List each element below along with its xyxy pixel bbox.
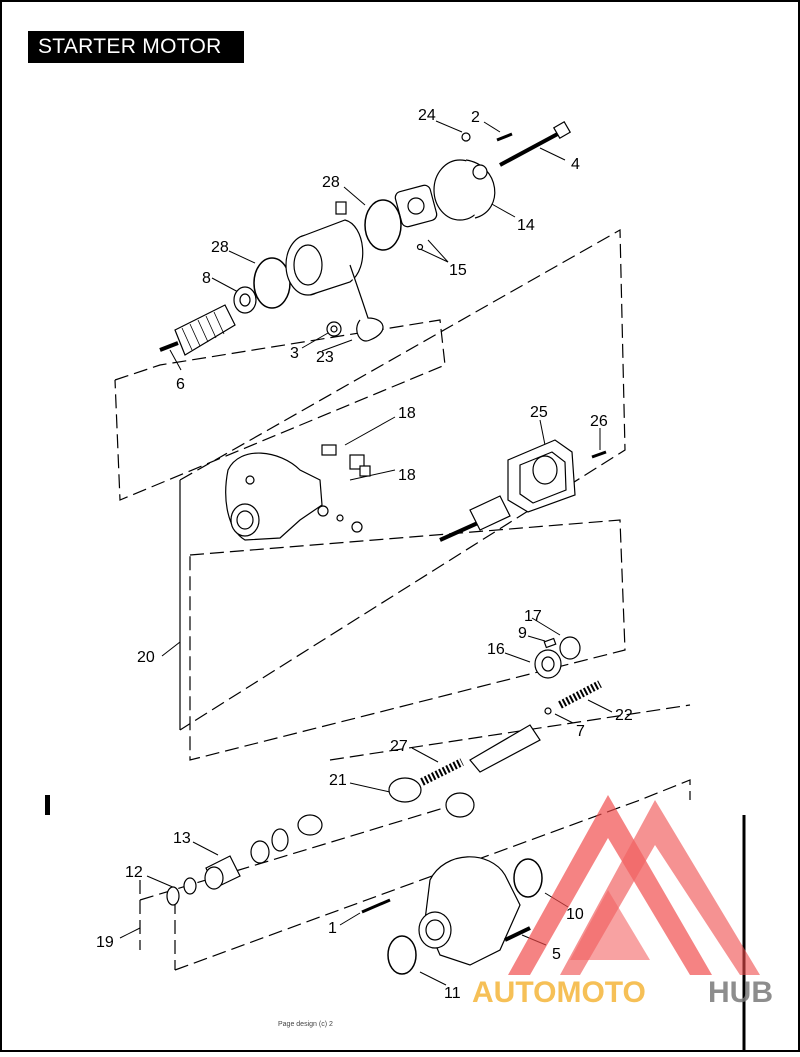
callout-5: 5	[552, 946, 561, 963]
callout-18-lower: 18	[398, 467, 416, 484]
callout-7: 7	[576, 723, 585, 740]
watermark-brand-part1: AUTOMOTO	[472, 976, 646, 1009]
watermark-brand-part2: HUB	[708, 976, 773, 1009]
callout-28-upper: 28	[322, 174, 340, 191]
callout-15: 15	[449, 262, 467, 279]
callout-20: 20	[137, 649, 155, 666]
parts-artwork	[159, 120, 607, 975]
callout-26: 26	[590, 413, 608, 430]
callout-14: 14	[517, 217, 535, 234]
callout-23: 23	[316, 349, 334, 366]
callout-19: 19	[96, 934, 114, 951]
page-title: STARTER MOTOR	[28, 31, 244, 63]
left-mark	[45, 795, 50, 815]
callout-3: 3	[290, 345, 299, 362]
callout-labels: 24 2 4 14 28 28 8 15 3 23 6 18 18 25 26 …	[96, 107, 633, 1002]
callout-12: 12	[125, 864, 143, 881]
callout-6: 6	[176, 376, 185, 393]
callout-27: 27	[390, 738, 408, 755]
callout-10: 10	[566, 906, 584, 923]
callout-13: 13	[173, 830, 191, 847]
watermark-logo: AUTOMOTO HUB	[472, 795, 773, 1009]
callout-1: 1	[328, 920, 337, 937]
callout-2: 2	[471, 109, 480, 126]
callout-17: 17	[524, 608, 542, 625]
callout-18-upper: 18	[398, 405, 416, 422]
callout-11: 11	[444, 985, 461, 1002]
callout-28-lower: 28	[211, 239, 229, 256]
callout-21: 21	[329, 772, 347, 789]
callout-25: 25	[530, 404, 548, 421]
callout-9: 9	[518, 625, 527, 642]
callout-24: 24	[418, 107, 436, 124]
leader-lines	[119, 120, 613, 986]
callout-16: 16	[487, 641, 505, 658]
footer-text: Page design (c) 2	[278, 1021, 333, 1028]
callout-22: 22	[615, 707, 633, 724]
callout-4: 4	[571, 156, 580, 173]
callout-8: 8	[202, 270, 211, 287]
assembly-outlines	[114, 228, 691, 971]
